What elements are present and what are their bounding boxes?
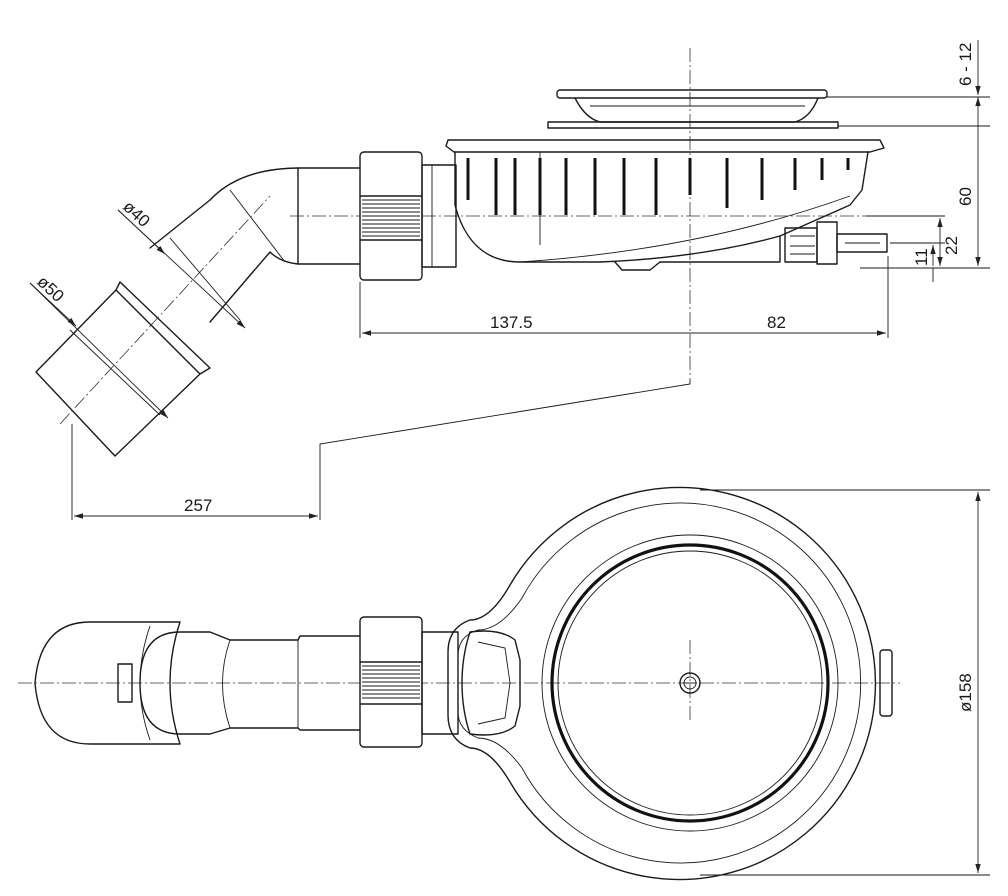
outlet-nut <box>359 151 457 281</box>
center-screw <box>679 672 701 694</box>
dim-82-label: 82 <box>767 313 786 332</box>
dim-11-label: 11 <box>912 248 931 266</box>
outlet-channel <box>461 630 521 736</box>
dim-vertical-right: 6 - 12 60 22 11 <box>827 40 990 282</box>
plan-pipe <box>34 621 361 745</box>
drain-body <box>445 139 885 271</box>
side-lug <box>879 649 893 717</box>
dim-22-label: 22 <box>942 236 961 255</box>
adaptor-sleeve <box>35 195 271 457</box>
dim-horizontal-upper: 137.5 82 <box>359 256 889 338</box>
body-ribs <box>466 158 850 215</box>
dim-d50: ø50 <box>29 272 169 419</box>
dim-137-5-label: 137.5 <box>490 313 533 332</box>
outlet-pipe-bend <box>149 167 361 323</box>
dim-257-label: 257 <box>184 496 212 515</box>
dim-6-12-label: 6 - 12 <box>956 43 975 86</box>
grate-cover <box>547 89 839 129</box>
dim-60-label: 60 <box>956 187 975 206</box>
grate-ring <box>550 543 830 823</box>
dim-d50-label: ø50 <box>33 272 67 306</box>
dim-d40-label: ø40 <box>119 197 153 231</box>
plan-nut <box>359 616 459 748</box>
side-view: ø40 ø50 137.5 82 257 <box>29 40 990 520</box>
dim-d158: ø158 <box>700 489 990 876</box>
dim-d40: ø40 <box>117 197 246 329</box>
flange-outline <box>447 486 877 881</box>
dim-d158-label: ø158 <box>956 673 975 712</box>
height-adjust-screw <box>784 221 888 265</box>
grate-outer-ring <box>541 534 839 832</box>
dim-257: 257 <box>71 380 691 520</box>
plan-view: ø158 <box>18 486 990 881</box>
